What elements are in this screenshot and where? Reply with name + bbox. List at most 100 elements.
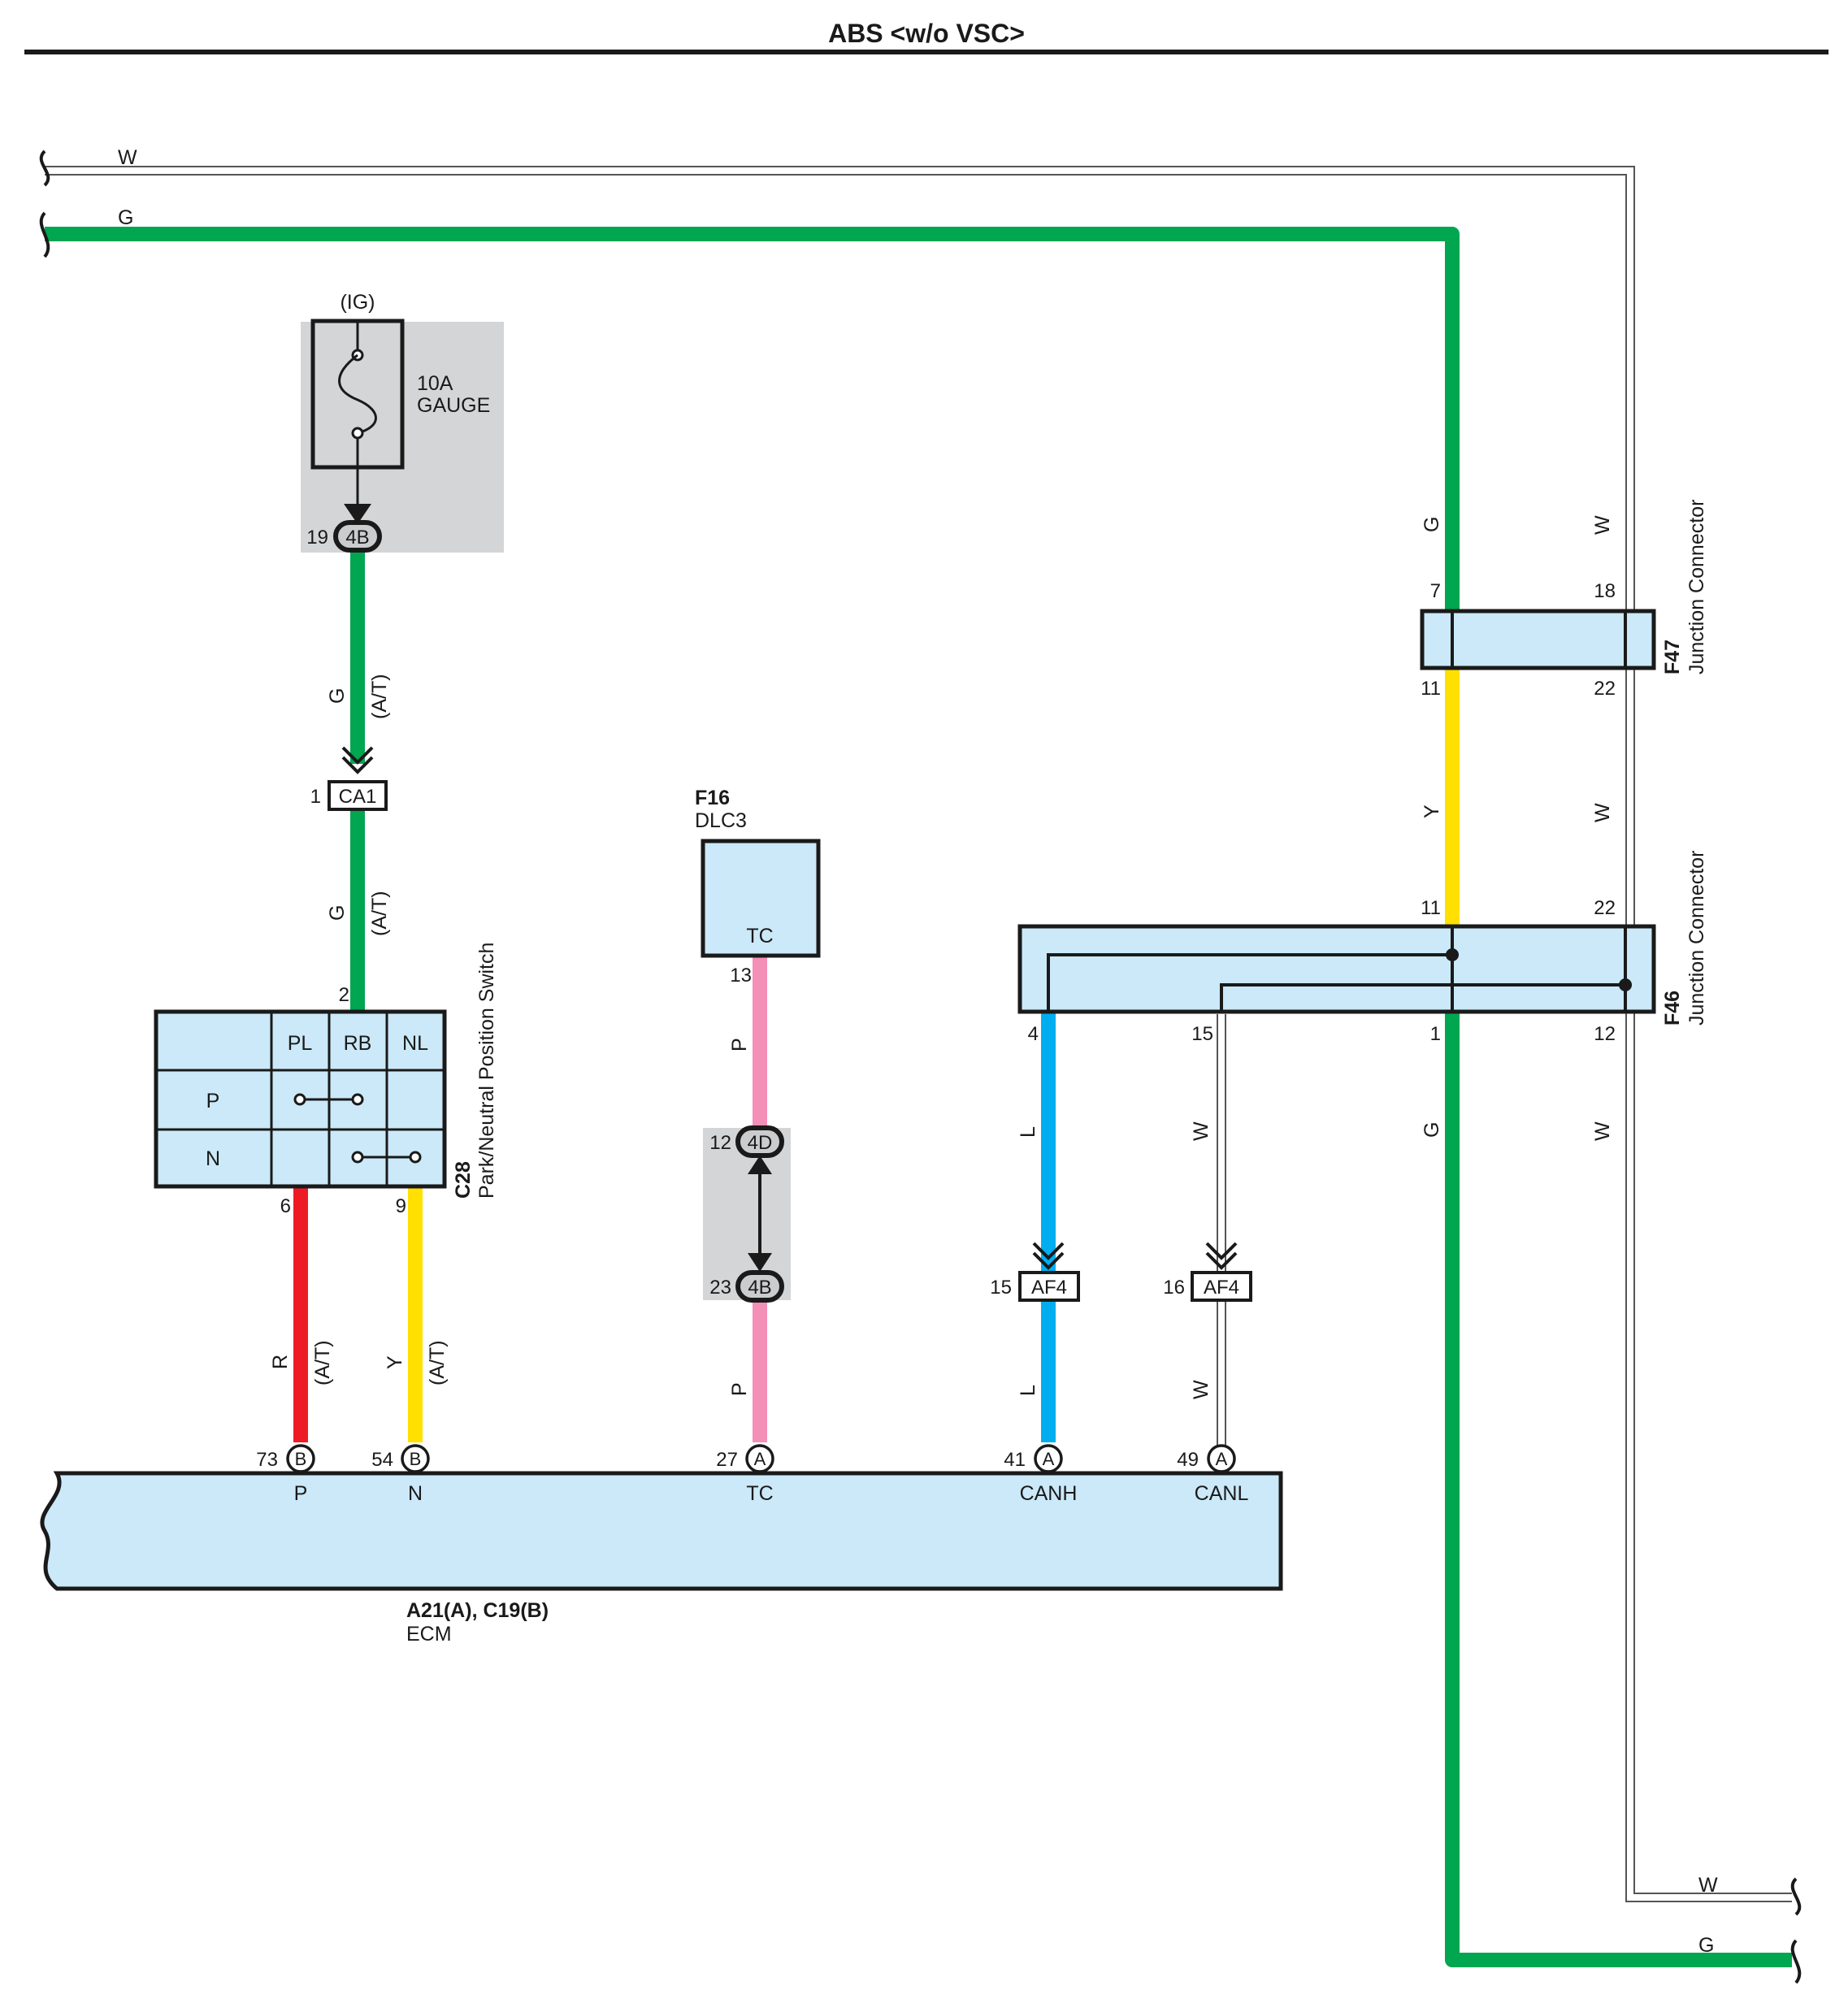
f47-pin-22: 22 [1594,678,1616,700]
g-wire-main [45,227,1792,1967]
ecm-terminal-tc: A 27 TC [716,1444,774,1505]
pnp-row-p: P [206,1090,220,1112]
ecm-terminal-p-label: P [294,1482,308,1505]
ecm-terminal-canh: A 41 CANH [1004,1444,1078,1505]
pnp-contact-p-2 [351,1093,364,1106]
l-label-lower: L [1017,1385,1039,1396]
ecm-code: A21(A), C19(B) [406,1599,549,1622]
ca1-label: CA1 [339,786,377,808]
plug-arrow-up-icon [748,1156,772,1174]
l-label-upper: L [1017,1126,1039,1138]
plug-4d-label: 4D [748,1132,773,1154]
af4-right-chevron-icon [1205,1242,1238,1270]
plug-4b [735,1270,784,1303]
f47-box [1420,609,1656,670]
ecm-terminal-canh-conn: A [1043,1449,1055,1469]
f46-splice-2 [1619,978,1632,991]
f46-pin-1: 1 [1430,1023,1441,1045]
f46-name: Junction Connector [1685,851,1708,1026]
y-label-switch: Y [384,1355,406,1369]
fuse-rating: 10A [417,372,453,395]
ecm-terminal-canl-pin: 49 [1177,1449,1199,1471]
f46-splice-1 [1446,948,1459,961]
fuse-plug-pin: 19 [306,527,328,549]
f47-pin-18: 18 [1594,580,1616,602]
wire-break-right-top [1790,1877,1802,1916]
g-label-fuse-ca1: G [326,688,349,704]
ca1-pin: 1 [310,786,321,808]
g-label-f47: G [1421,517,1443,532]
f47-name: Junction Connector [1685,500,1708,674]
ecm-terminal-canh-pin: 41 [1004,1449,1026,1471]
g-label-bottom: G [1698,1934,1714,1957]
w-label-f47-f46: W [1591,803,1614,822]
af4-right-connector [1191,1271,1252,1302]
ecm-terminal-canl-label: CANL [1195,1482,1249,1505]
fuse-source-label: (IG) [340,291,375,314]
pnp-pin-left: 6 [280,1195,291,1217]
pnp-contact-n-1 [351,1151,364,1164]
w-label-canl-lower: W [1190,1380,1212,1399]
r-label: R [269,1355,292,1369]
fuse-plug-label: 4B [345,527,369,549]
g-label-top: G [118,206,133,229]
pnp-switch-code: C28 [452,1161,475,1199]
f46-internal-canl [1220,983,1625,1012]
pnp-pin-top: 2 [339,984,349,1006]
ecm-terminal-n: B 54 N [371,1444,430,1505]
w-label-canl-upper: W [1190,1121,1212,1141]
wire-break-right-bottom [1790,1939,1802,1984]
ecm-box [40,1471,1283,1591]
f46-internal-canh [1047,953,1452,1012]
af4-right-pin: 16 [1163,1277,1185,1299]
pnp-col-nl: NL [402,1032,428,1055]
fuse-plug-4b [333,520,382,553]
ca1-chevron-icon [341,746,374,774]
af4-left-connector [1018,1271,1080,1302]
ecm-terminal-n-conn: B [410,1449,422,1469]
ecm-terminal-canh-label: CANH [1020,1482,1078,1505]
af4-left-chevron-icon [1032,1242,1065,1270]
ecm-terminal-canl: A 49 CANL [1177,1444,1249,1505]
pnp-contact-p-1 [293,1093,306,1106]
ca1-connector [328,780,388,811]
pnp-col-pl: PL [288,1032,313,1055]
wire-break-left-bottom [39,211,50,258]
at-label-fuse-ca1: (A/T) [368,674,391,719]
r-at-label: (A/T) [311,1340,334,1385]
fuse-arrow-icon [344,504,371,524]
pnp-col-rb: RB [344,1032,372,1055]
af4-left-label: AF4 [1031,1277,1067,1299]
ecm-terminal-tc-label: TC [746,1482,773,1505]
y-at-label: (A/T) [426,1340,449,1385]
f46-pin-22: 22 [1594,897,1616,919]
ecm-terminal-p-pin: 73 [256,1449,278,1471]
f46-pin-11: 11 [1421,897,1441,919]
ecm-terminal-canl-conn: A [1216,1449,1228,1469]
f46-pin-12: 12 [1594,1023,1616,1045]
y-label-f47-f46: Y [1421,804,1443,818]
plug-arrow-down-icon [748,1253,772,1272]
dlc3-pin: 13 [730,965,752,986]
pnp-contact-n-2 [409,1151,422,1164]
g-label-f46: G [1421,1122,1443,1138]
f46-pin-15: 15 [1191,1023,1213,1045]
w-label-f46: W [1591,1121,1614,1141]
dlc3-code: F16 [695,787,730,809]
w-wire-top-core [45,167,1792,1901]
ecm-terminal-n-label: N [408,1482,423,1505]
plug-4b-pin: 23 [709,1277,731,1299]
f47-pin-7: 7 [1430,580,1441,602]
p-label-upper: P [728,1038,751,1052]
plug-4d-pin: 12 [709,1132,731,1154]
g-label-ca1-switch: G [326,905,349,921]
f46-code: F46 [1661,991,1684,1026]
dlc3-terminal: TC [746,925,773,947]
fuse-name: GAUGE [417,394,490,417]
pnp-row-n: N [206,1147,220,1170]
f46-box [1017,924,1656,1014]
ecm-terminal-p: B 73 P [256,1444,315,1505]
dlc3-box [701,839,821,958]
w-label-f47: W [1591,515,1614,535]
